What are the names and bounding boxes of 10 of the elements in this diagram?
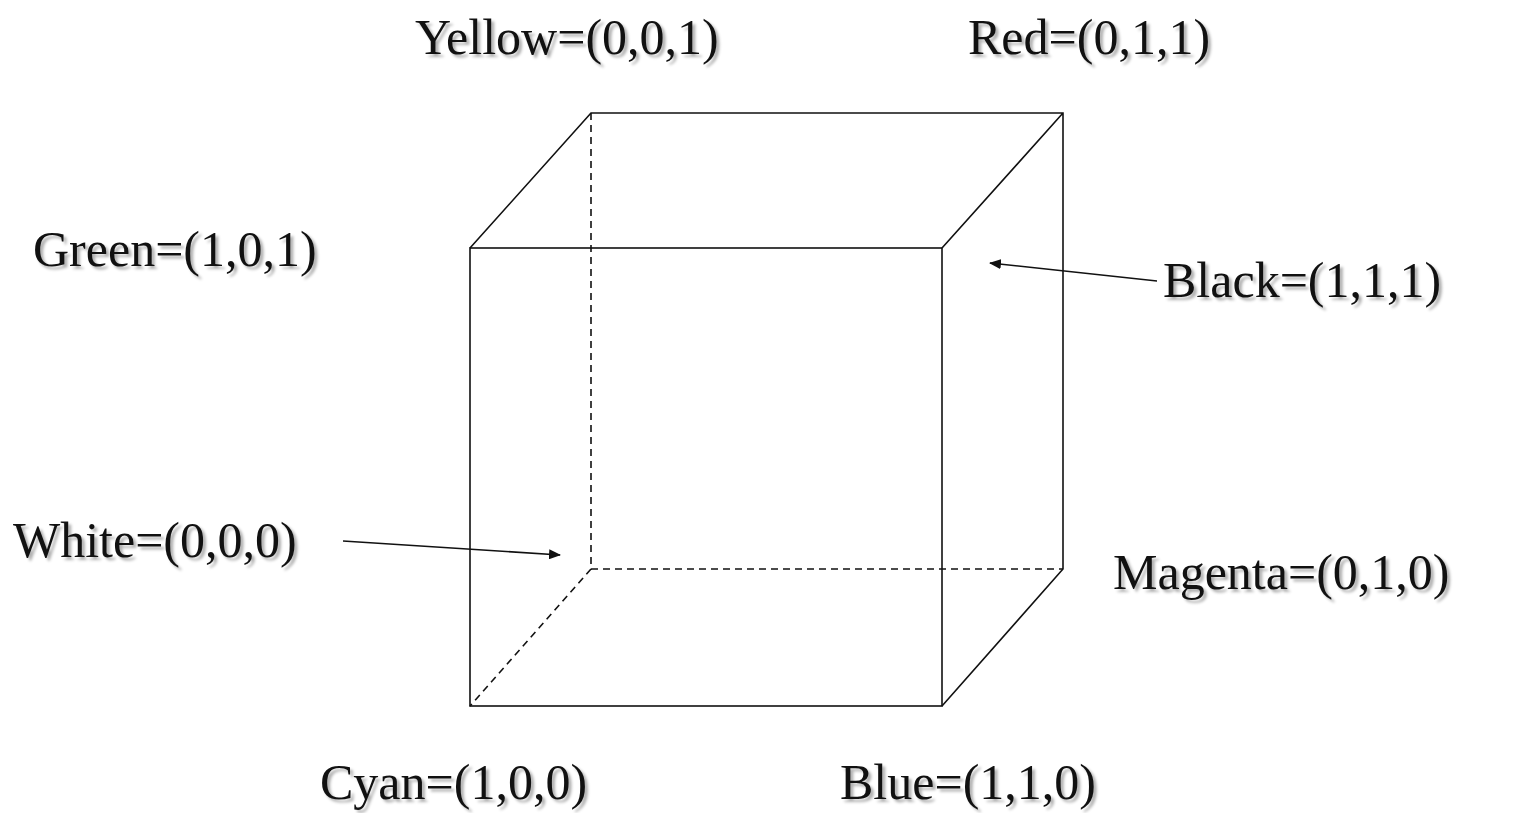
leader-line: [342, 540, 561, 560]
vertex-label: Cyan=(1,0,0): [320, 753, 588, 811]
vertex-label: Green=(1,0,1): [33, 220, 317, 278]
vertex-label: Black=(1,1,1): [1163, 251, 1442, 309]
vertex-label: Magenta=(0,1,0): [1113, 543, 1450, 601]
vertex-label: White=(0,0,0): [13, 511, 297, 569]
leader-line: [989, 259, 1158, 282]
vertex-label: Blue=(1,1,0): [840, 753, 1096, 811]
vertex-label: Yellow=(0,0,1): [415, 8, 719, 66]
vertex-label: Red=(0,1,1): [968, 8, 1211, 66]
